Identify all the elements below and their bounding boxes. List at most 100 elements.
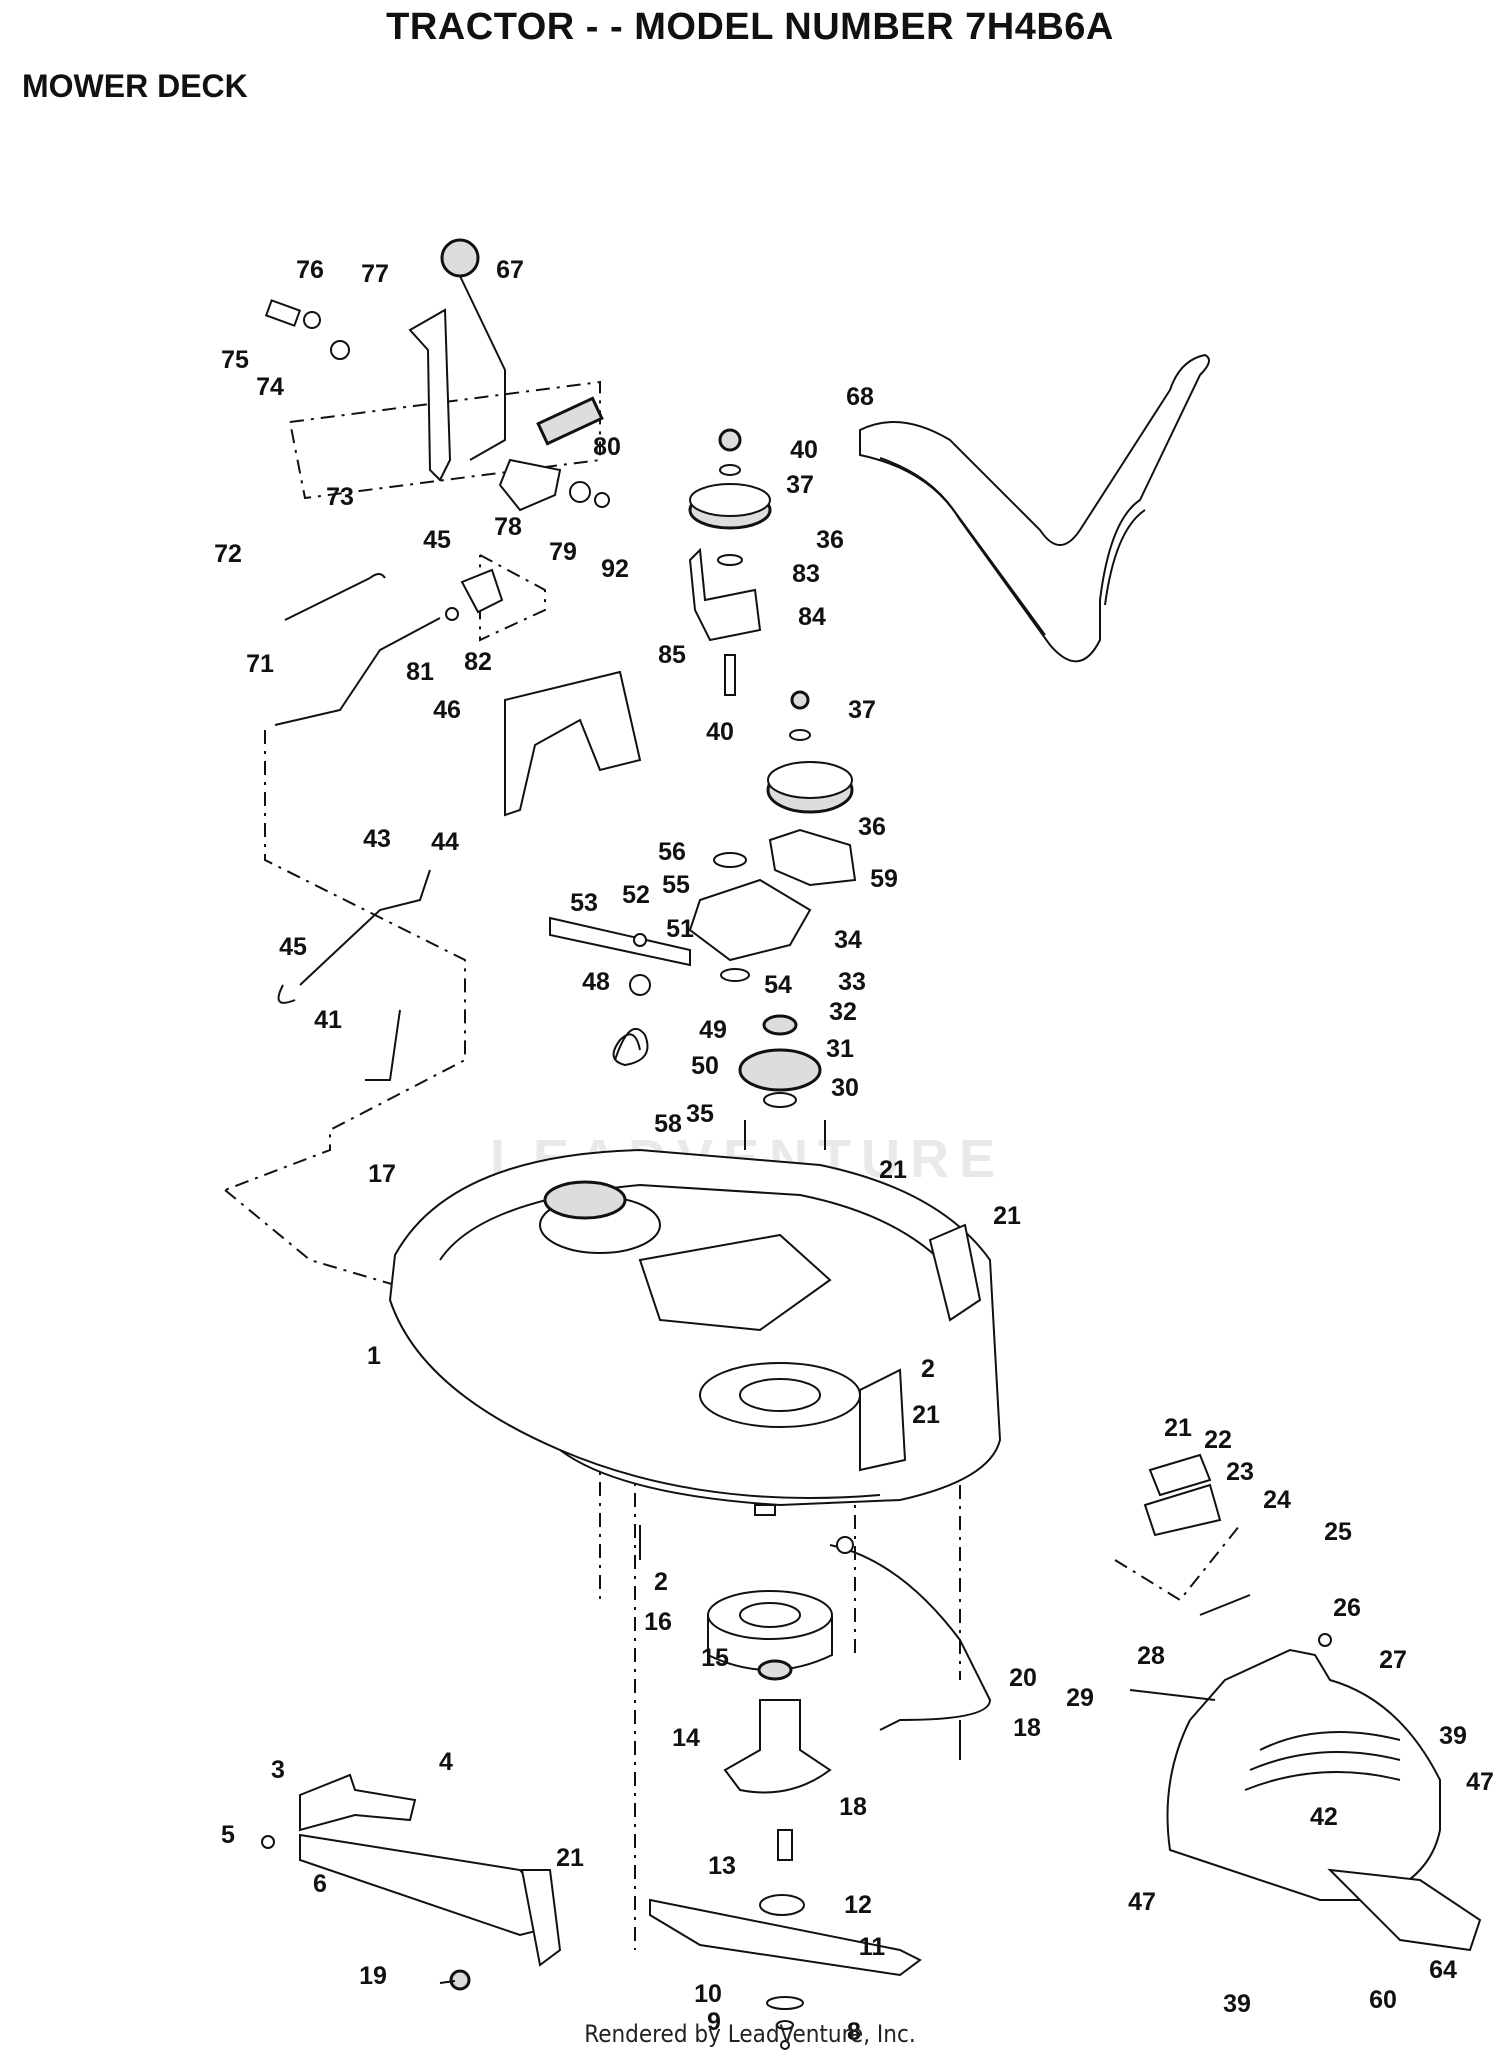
part-callout-27: 27 bbox=[1379, 1646, 1407, 1674]
part-callout-40: 40 bbox=[790, 436, 818, 464]
part-callout-45: 45 bbox=[423, 526, 451, 554]
rendered-by-credit: Rendered by LeadVenture, Inc. bbox=[584, 2020, 916, 2048]
part-callout-32: 32 bbox=[829, 998, 857, 1026]
mower-deck-housing bbox=[388, 1148, 1002, 1516]
part-callout-79: 79 bbox=[549, 538, 577, 566]
part-callout-68: 68 bbox=[846, 383, 874, 411]
part-callout-12: 12 bbox=[844, 1891, 872, 1919]
part-callout-55: 55 bbox=[662, 871, 690, 899]
part-callout-29: 29 bbox=[1066, 1684, 1094, 1712]
part-callout-17: 17 bbox=[368, 1160, 396, 1188]
part-callout-59: 59 bbox=[870, 865, 898, 893]
part-callout-74: 74 bbox=[256, 373, 284, 401]
part-callout-46: 46 bbox=[433, 696, 461, 724]
part-callout-24: 24 bbox=[1263, 1486, 1291, 1514]
part-callout-67: 67 bbox=[496, 256, 524, 284]
part-callout-6: 6 bbox=[313, 1870, 327, 1898]
part-callout-43: 43 bbox=[363, 825, 391, 853]
part-callout-21: 21 bbox=[1164, 1414, 1192, 1442]
part-callout-26: 26 bbox=[1333, 1594, 1361, 1622]
part-callout-53: 53 bbox=[570, 889, 598, 917]
part-callout-15: 15 bbox=[701, 1644, 729, 1672]
part-callout-84: 84 bbox=[798, 603, 826, 631]
part-callout-39: 39 bbox=[1223, 1990, 1251, 2018]
part-callout-71: 71 bbox=[246, 650, 274, 678]
part-callout-81: 81 bbox=[406, 658, 434, 686]
part-callout-30: 30 bbox=[831, 1074, 859, 1102]
part-callout-2: 2 bbox=[921, 1355, 935, 1383]
part-callout-13: 13 bbox=[708, 1852, 736, 1880]
part-callout-19: 19 bbox=[359, 1962, 387, 1990]
part-callout-35: 35 bbox=[686, 1100, 714, 1128]
part-callout-47: 47 bbox=[1466, 1768, 1494, 1796]
part-callout-39: 39 bbox=[1439, 1722, 1467, 1750]
part-callout-56: 56 bbox=[658, 838, 686, 866]
section-title: MOWER DECK bbox=[22, 68, 248, 104]
part-callout-44: 44 bbox=[431, 828, 459, 856]
part-callout-41: 41 bbox=[314, 1006, 342, 1034]
part-callout-16: 16 bbox=[644, 1608, 672, 1636]
part-callout-60: 60 bbox=[1369, 1986, 1397, 2014]
part-callout-9: 9 bbox=[707, 2008, 721, 2036]
part-callout-22: 22 bbox=[1204, 1426, 1232, 1454]
part-callout-25: 25 bbox=[1324, 1518, 1352, 1546]
drive-belt bbox=[859, 353, 1210, 663]
part-callout-50: 50 bbox=[691, 1052, 719, 1080]
part-callout-8: 8 bbox=[847, 2018, 861, 2046]
part-callout-31: 31 bbox=[826, 1035, 854, 1063]
part-callout-5: 5 bbox=[221, 1821, 235, 1849]
part-callout-3: 3 bbox=[271, 1756, 285, 1784]
lift-plate bbox=[408, 308, 452, 482]
page-title: TRACTOR - - MODEL NUMBER 7H4B6A bbox=[386, 6, 1114, 48]
part-callout-11: 11 bbox=[859, 1933, 886, 1961]
part-callout-21: 21 bbox=[556, 1844, 584, 1872]
part-callout-21: 21 bbox=[879, 1156, 907, 1184]
part-callout-51: 51 bbox=[666, 915, 694, 943]
part-callout-75: 75 bbox=[221, 346, 249, 374]
spindle-and-blade bbox=[639, 1525, 922, 2050]
part-callout-52: 52 bbox=[622, 881, 650, 909]
part-callout-2: 2 bbox=[654, 1568, 668, 1596]
part-callout-82: 82 bbox=[464, 648, 492, 676]
part-callout-14: 14 bbox=[672, 1724, 700, 1752]
part-callout-85: 85 bbox=[658, 641, 686, 669]
part-callout-77: 77 bbox=[361, 260, 389, 288]
part-callout-10: 10 bbox=[694, 1980, 722, 2008]
part-callout-73: 73 bbox=[326, 483, 354, 511]
part-callout-4: 4 bbox=[439, 1748, 453, 1776]
part-callout-47: 47 bbox=[1128, 1888, 1156, 1916]
handle-grip bbox=[536, 396, 604, 446]
part-callout-92: 92 bbox=[601, 555, 629, 583]
lift-handle-knob bbox=[440, 238, 480, 278]
part-callout-64: 64 bbox=[1429, 1956, 1457, 1984]
belt-guard bbox=[504, 670, 642, 817]
part-callout-1: 1 bbox=[367, 1342, 381, 1370]
lift-lever-assembly bbox=[264, 238, 642, 1081]
part-callout-49: 49 bbox=[699, 1016, 727, 1044]
part-callout-28: 28 bbox=[1137, 1642, 1165, 1670]
part-callout-23: 23 bbox=[1226, 1458, 1254, 1486]
part-callout-18: 18 bbox=[1013, 1714, 1041, 1742]
part-callout-33: 33 bbox=[838, 968, 866, 996]
part-callout-20: 20 bbox=[1009, 1664, 1037, 1692]
part-callout-78: 78 bbox=[494, 513, 522, 541]
part-callout-21: 21 bbox=[993, 1202, 1021, 1230]
deck-hanger-bracket bbox=[829, 1536, 992, 1760]
part-callout-18: 18 bbox=[839, 1793, 867, 1821]
part-callout-83: 83 bbox=[792, 560, 820, 588]
part-callout-48: 48 bbox=[582, 968, 610, 996]
part-callout-37: 37 bbox=[848, 696, 876, 724]
part-callout-36: 36 bbox=[816, 526, 844, 554]
part-callout-21: 21 bbox=[912, 1401, 940, 1429]
part-callout-45: 45 bbox=[279, 933, 307, 961]
idler-pulley-stack bbox=[549, 428, 857, 1215]
discharge-chute: 42 bbox=[1129, 1453, 1482, 1952]
part-callout-58: 58 bbox=[654, 1110, 682, 1138]
deck-size-marking: 42 bbox=[1310, 1803, 1338, 1831]
part-callout-72: 72 bbox=[214, 540, 242, 568]
part-callout-36: 36 bbox=[858, 813, 886, 841]
front-deck-link bbox=[261, 1773, 562, 1991]
part-callout-54: 54 bbox=[764, 971, 792, 999]
part-callout-34: 34 bbox=[834, 926, 862, 954]
